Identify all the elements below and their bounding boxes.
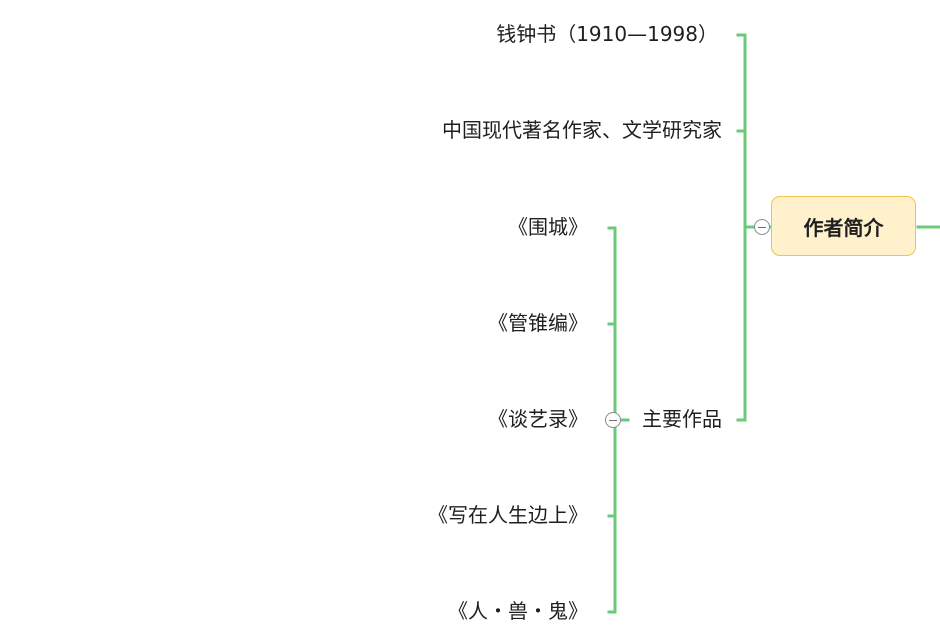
work-item[interactable]: 《围城》	[508, 215, 588, 239]
topic-main-works[interactable]: 主要作品	[642, 407, 722, 431]
root-topic-author-intro[interactable]: 作者简介	[771, 196, 916, 256]
collapse-minus-icon[interactable]	[605, 412, 621, 428]
topic-identity[interactable]: 中国现代著名作家、文学研究家	[442, 118, 722, 142]
work-item[interactable]: 《谈艺录》	[488, 407, 588, 431]
collapse-minus-icon[interactable]	[754, 219, 770, 235]
work-item[interactable]: 《管锥编》	[488, 311, 588, 335]
work-item[interactable]: 《写在人生边上》	[428, 503, 588, 527]
topic-name-dates[interactable]: 钱钟书（1910—1998）	[496, 22, 718, 46]
work-item[interactable]: 《人・兽・鬼》	[448, 599, 588, 623]
